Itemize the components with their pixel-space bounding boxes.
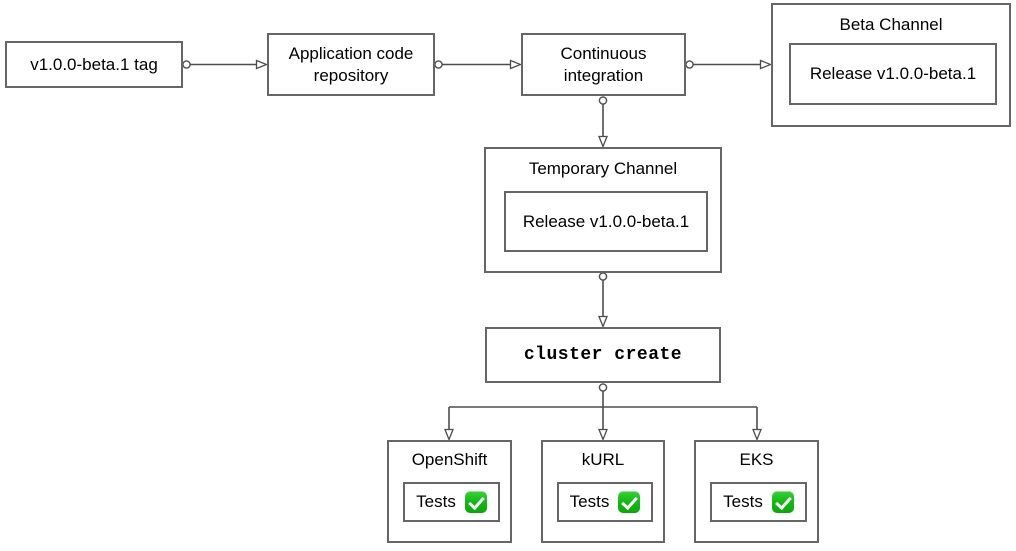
node-temporary-channel[interactable]: Temporary Channel Release v1.0.0-beta.1 bbox=[484, 147, 722, 273]
openshift-tests-label: Tests bbox=[416, 492, 456, 511]
node-version-tag[interactable]: v1.0.0-beta.1 tag bbox=[5, 41, 183, 88]
node-cluster-create[interactable]: cluster create bbox=[485, 327, 721, 383]
check-mark-button-icon bbox=[464, 491, 487, 513]
node-continuous-integration[interactable]: Continuous integration bbox=[521, 33, 686, 96]
edge-ci-to-beta-channel bbox=[685, 61, 770, 68]
check-mark-button-icon bbox=[771, 491, 794, 513]
node-beta-channel[interactable]: Beta Channel Release v1.0.0-beta.1 bbox=[771, 3, 1011, 127]
edge-cluster-create-fanout bbox=[449, 383, 757, 439]
node-continuous-integration-label: Continuous integration bbox=[560, 44, 647, 85]
temporary-channel-title: Temporary Channel bbox=[528, 159, 678, 178]
eks-tests-box[interactable]: Tests bbox=[710, 482, 807, 522]
node-application-code-repository[interactable]: Application code repository bbox=[267, 33, 435, 96]
openshift-title: OpenShift bbox=[411, 450, 488, 469]
eks-title: EKS bbox=[739, 450, 774, 469]
kurl-title: kURL bbox=[581, 450, 625, 469]
temporary-channel-release-box[interactable]: Release v1.0.0-beta.1 bbox=[504, 191, 708, 252]
node-version-tag-label: v1.0.0-beta.1 tag bbox=[30, 54, 158, 74]
edge-tag-to-repo bbox=[182, 61, 266, 68]
node-eks[interactable]: EKS Tests bbox=[694, 440, 819, 543]
edge-ci-to-temporary-channel bbox=[599, 96, 606, 146]
edge-temporary-channel-to-cluster-create bbox=[599, 272, 606, 326]
kurl-tests-label: Tests bbox=[569, 492, 610, 511]
temporary-channel-release-label: Release v1.0.0-beta.1 bbox=[522, 211, 690, 231]
eks-tests-label: Tests bbox=[723, 492, 763, 511]
check-mark-button-icon bbox=[618, 491, 641, 513]
node-openshift[interactable]: OpenShift Tests bbox=[387, 440, 512, 543]
node-kurl[interactable]: kURL Tests bbox=[541, 440, 665, 543]
edge-repo-to-ci bbox=[434, 61, 520, 68]
beta-channel-release-box[interactable]: Release v1.0.0-beta.1 bbox=[789, 43, 997, 105]
beta-channel-release-label: Release v1.0.0-beta.1 bbox=[809, 64, 977, 83]
kurl-tests-box[interactable]: Tests bbox=[557, 482, 653, 522]
beta-channel-title: Beta Channel bbox=[839, 15, 943, 34]
node-cluster-create-label: cluster create bbox=[523, 344, 683, 365]
openshift-tests-box[interactable]: Tests bbox=[403, 482, 500, 522]
node-application-code-repository-label: Application code repository bbox=[288, 44, 414, 85]
